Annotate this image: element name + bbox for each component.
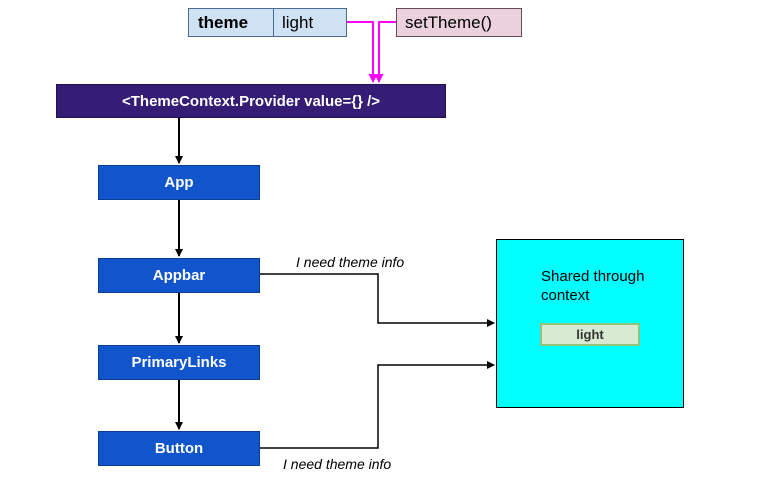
button-need-note: I need theme info [283,456,392,472]
theme-context-provider: <ThemeContext.Provider value={} /> [56,84,446,118]
button-to-context-arrow [260,361,495,449]
theme-state-key: theme [188,8,274,37]
appbar-component: Appbar [98,258,260,293]
context-value-chip: light [540,323,640,346]
theme-state-value: light [273,8,347,37]
appbar-need-note: I need theme info [296,254,405,270]
button-component: Button [98,431,260,466]
appbar-to-context-arrow [260,273,495,327]
app-component: App [98,165,260,200]
set-theme-function: setTheme() [396,8,522,37]
primary-links-component: PrimaryLinks [98,345,260,380]
state-injection-connector [347,21,396,83]
context-store-description: Shared through context [541,268,645,304]
